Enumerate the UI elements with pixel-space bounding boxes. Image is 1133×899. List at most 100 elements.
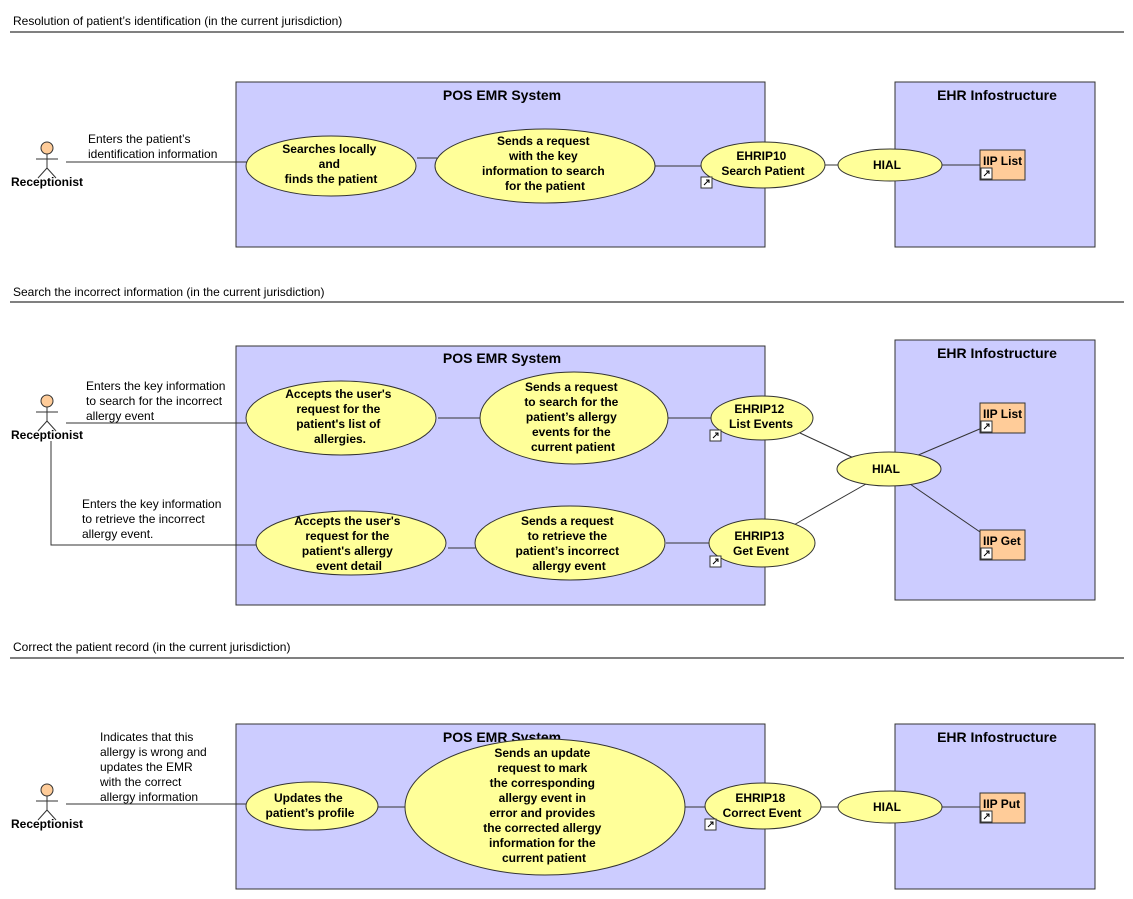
- use-case-sends-retrieve-request[interactable]: [474, 505, 666, 581]
- iip-label: IIP List: [983, 154, 1022, 168]
- ehr-infostructure-title: EHR Infostructure: [937, 87, 1057, 103]
- use-case-label: and: [319, 157, 340, 171]
- use-case-label: request for the: [305, 529, 389, 543]
- use-case-accepts-list-request[interactable]: [245, 380, 437, 456]
- receptionist-actor: [36, 394, 58, 432]
- use-case-label: Updates the: [274, 791, 343, 805]
- use-case-sends-search-request[interactable]: [434, 128, 656, 204]
- use-case-label: information for the: [489, 836, 596, 850]
- svg-text:Sends a request to retri: Sends a request to retrieve the patient’…: [516, 514, 623, 573]
- use-case-label: with the key: [508, 149, 578, 163]
- section-3-title: Correct the patient record (in the curre…: [13, 640, 290, 654]
- connector: [909, 483, 984, 535]
- section-3: Correct the patient record (in the curre…: [10, 640, 1124, 890]
- use-case-label: Sends a request: [521, 514, 614, 528]
- use-case-accepts-detail-request[interactable]: [255, 510, 447, 576]
- interface-label: Search Patient: [721, 164, 804, 178]
- section-2: Search the incorrect information (in the…: [10, 285, 1124, 606]
- svg-text:Accepts the user's reque: Accepts the user's request for the patie…: [294, 514, 404, 573]
- hial-node[interactable]: [837, 148, 943, 182]
- section-2-title: Search the incorrect information (in the…: [13, 285, 324, 299]
- actor-note-line: Enters the key information: [86, 379, 225, 393]
- svg-text:EHRIP10 Search Patient: EHRIP10 Search Patient: [721, 149, 804, 178]
- connector: [915, 427, 983, 457]
- actor-note-line: allergy information: [100, 790, 198, 804]
- hial-node[interactable]: [837, 790, 943, 824]
- interface-ehrip10[interactable]: [700, 141, 826, 189]
- use-case-label: allergies.: [314, 432, 366, 446]
- use-case-label: allergy event in: [499, 791, 586, 805]
- use-case-label: patient's allergy: [302, 544, 393, 558]
- ehr-infostructure-title: EHR Infostructure: [937, 345, 1057, 361]
- use-case-label: current patient: [531, 440, 615, 454]
- use-case-label: Sends an update: [494, 746, 590, 760]
- section-1-title: Resolution of patient’s identification (…: [13, 14, 342, 28]
- svg-text:EHRIP13 Get Event: EHRIP13 Get Event: [733, 529, 789, 558]
- actor-name: Receptionist: [11, 428, 83, 442]
- link-icon[interactable]: [980, 167, 993, 180]
- interface-label: EHRIP10: [736, 149, 786, 163]
- svg-text:Searches locally and: Searches locally and finds the patient: [282, 142, 379, 186]
- interface-label: List Events: [729, 417, 793, 431]
- use-case-label: events for the: [532, 425, 611, 439]
- link-icon[interactable]: [700, 176, 713, 189]
- actor-name: Receptionist: [11, 175, 83, 189]
- svg-text:EHRIP12 List Events: EHRIP12 List Events: [729, 402, 793, 431]
- link-icon[interactable]: [704, 818, 717, 831]
- pos-emr-system-title: POS EMR System: [443, 350, 561, 366]
- actor-note-line: allergy is wrong and: [100, 745, 207, 759]
- use-case-label: patient’s profile: [266, 806, 355, 820]
- use-case-label: to search for the: [524, 395, 618, 409]
- link-icon[interactable]: [709, 555, 722, 568]
- use-case-label: request to mark: [497, 761, 587, 775]
- actor-note-line: to search for the incorrect: [86, 394, 223, 408]
- actor-note-line: allergy event: [86, 409, 155, 423]
- use-case-searches-locally[interactable]: [245, 135, 417, 197]
- connector: [791, 483, 867, 527]
- use-case-label: Accepts the user's: [285, 387, 392, 401]
- use-case-label: Accepts the user's: [294, 514, 401, 528]
- actor-note-line: Enters the patient’s: [88, 132, 191, 146]
- link-icon[interactable]: [709, 429, 722, 442]
- interface-ehrip18[interactable]: [704, 782, 822, 830]
- actor-name: Receptionist: [11, 817, 83, 831]
- svg-text:EHRIP18 Correct Event: EHRIP18 Correct Event: [723, 791, 802, 820]
- actor-note-line: allergy event.: [82, 527, 153, 541]
- actor-note-line: to retrieve the incorrect: [82, 512, 205, 526]
- iip-label: IIP Get: [983, 534, 1021, 548]
- section-1: Resolution of patient’s identification (…: [10, 14, 1124, 248]
- ehr-infostructure-title: EHR Infostructure: [937, 729, 1057, 745]
- iip-label: IIP List: [983, 407, 1022, 421]
- svg-text:Sends an update request: Sends an update request to mark the corr…: [483, 746, 604, 865]
- use-case-label: patient’s incorrect: [516, 544, 620, 558]
- hial-node[interactable]: [836, 451, 942, 487]
- link-icon[interactable]: [980, 547, 993, 560]
- use-case-label: current patient: [502, 851, 586, 865]
- receptionist-actor: [36, 141, 58, 179]
- link-icon[interactable]: [980, 420, 993, 433]
- use-case-label: error and provides: [489, 806, 595, 820]
- connector: [799, 432, 859, 461]
- use-case-label: to retrieve the: [528, 529, 608, 543]
- use-case-updates-profile[interactable]: [245, 781, 379, 831]
- link-icon[interactable]: [980, 810, 993, 823]
- hial-label: HIAL: [873, 800, 901, 814]
- interface-ehrip13[interactable]: [708, 518, 816, 568]
- use-case-sends-search-request[interactable]: [479, 371, 669, 465]
- use-case-label: patient’s allergy: [526, 410, 617, 424]
- interface-ehrip12[interactable]: [710, 395, 814, 441]
- svg-text:Sends a request to searc: Sends a request to search for the patien…: [524, 380, 621, 454]
- use-case-label: Sends a request: [497, 134, 590, 148]
- svg-text:Accepts the user's reque: Accepts the user's request for the patie…: [285, 387, 395, 446]
- use-case-label: finds the patient: [285, 172, 378, 186]
- interface-label: EHRIP13: [734, 529, 784, 543]
- actor-note-line: Enters the key information: [82, 497, 221, 511]
- interface-label: EHRIP12: [734, 402, 784, 416]
- interface-label: EHRIP18: [735, 791, 785, 805]
- use-case-sends-update-request[interactable]: [404, 738, 686, 876]
- use-case-label: the corrected allergy: [483, 821, 601, 835]
- use-case-label: Sends a request: [525, 380, 618, 394]
- svg-text:Updates the patient’s pr: Updates the patient’s profile: [266, 791, 355, 820]
- use-case-label: request for the: [296, 402, 380, 416]
